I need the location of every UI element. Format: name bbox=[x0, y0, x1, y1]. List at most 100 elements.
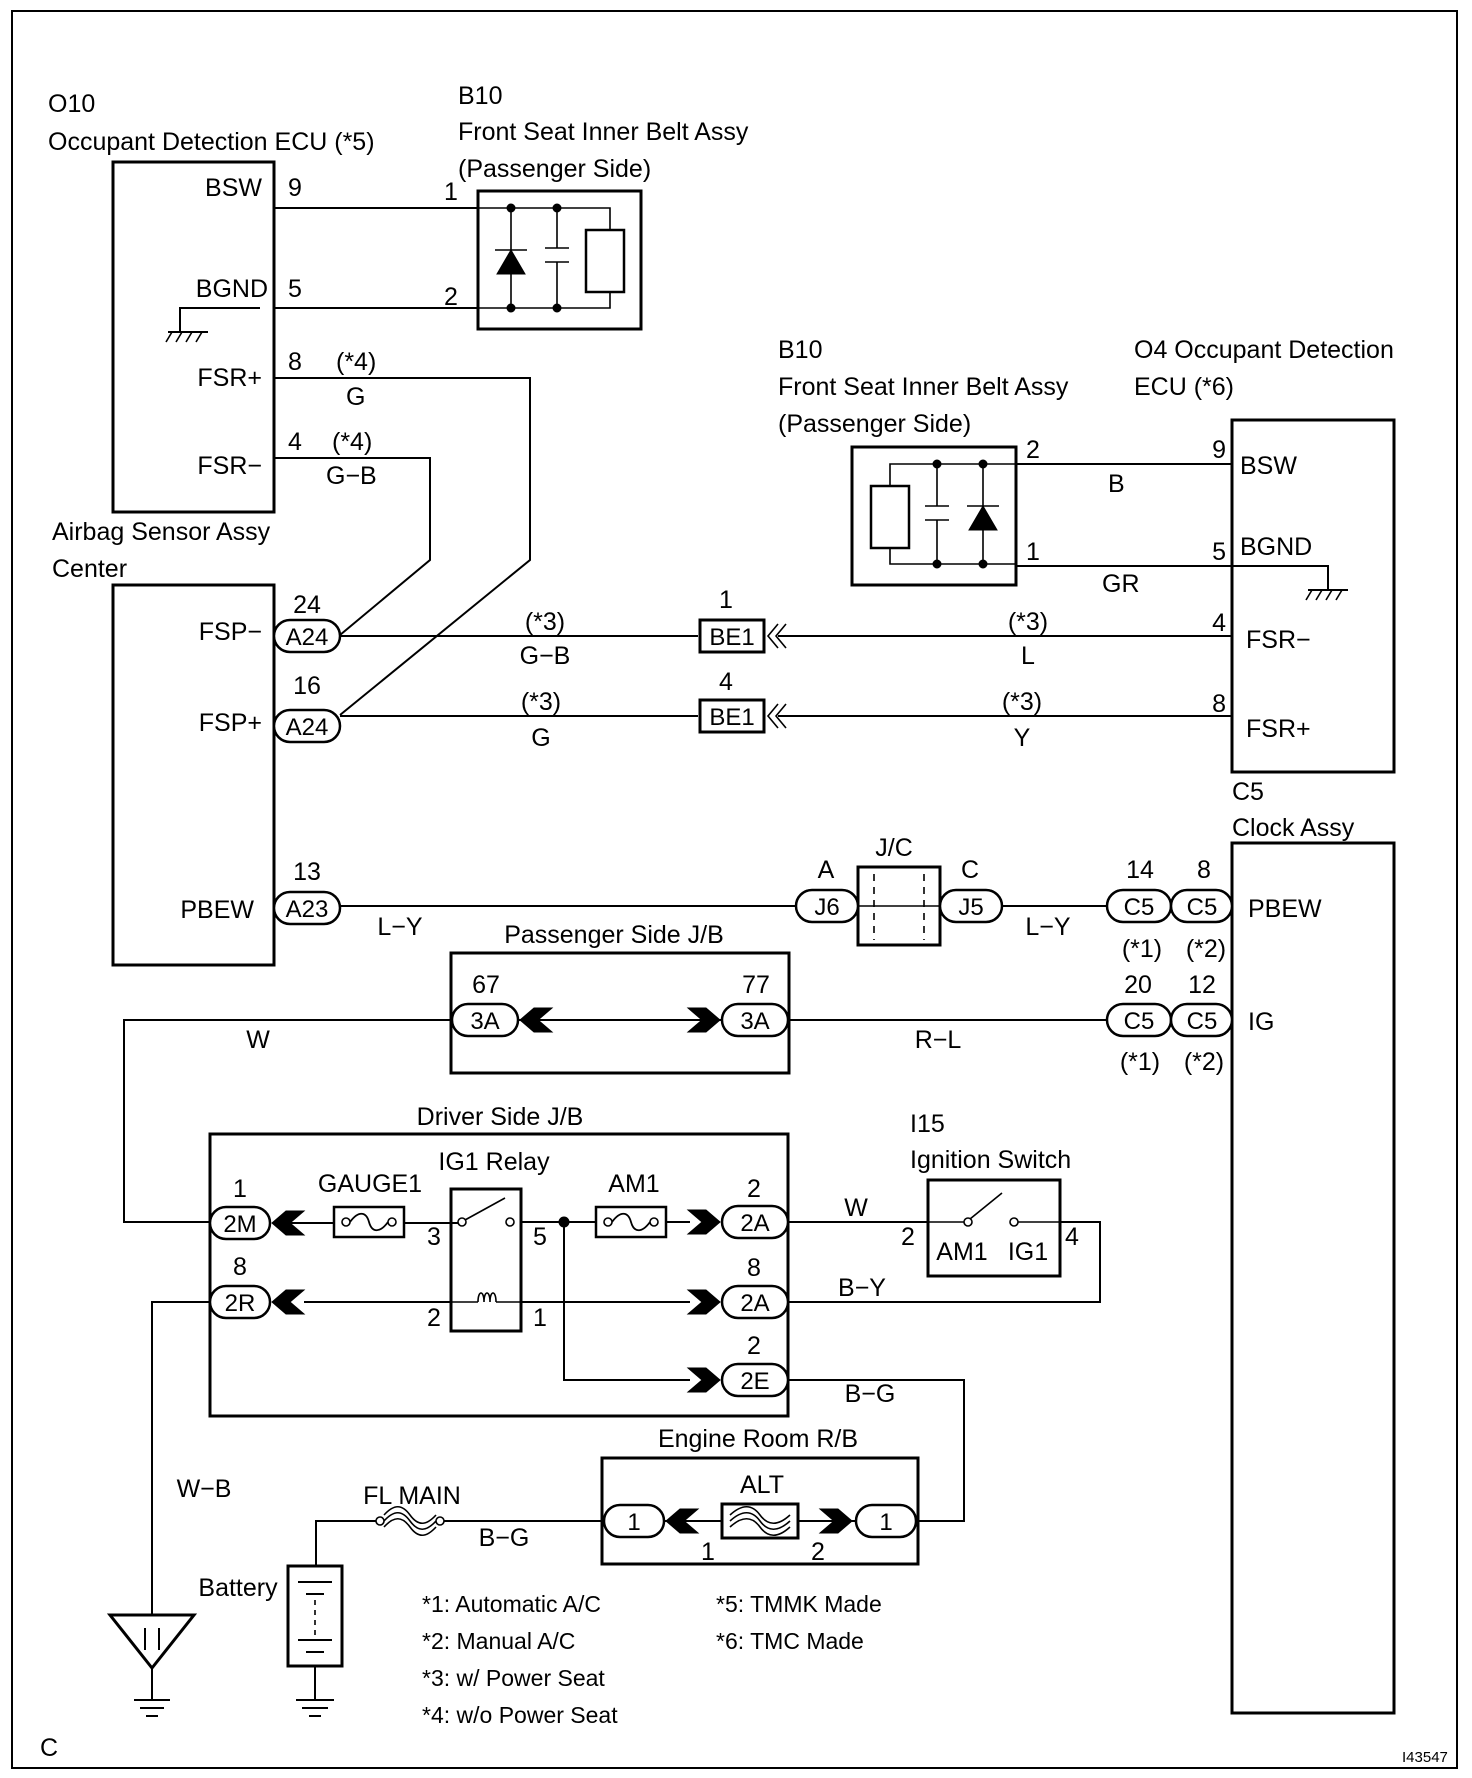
o4-bsw-color: B bbox=[1108, 470, 1125, 498]
fl-main-fuse-icon bbox=[375, 1505, 445, 1537]
o4-pin-fsrp: 8 bbox=[1212, 690, 1226, 718]
relay-pin1: 1 bbox=[533, 1304, 547, 1332]
o10-fsrm-note: (*4) bbox=[332, 428, 372, 456]
note-6: *6: TMC Made bbox=[716, 1628, 864, 1654]
o4-bgnd-color: GR bbox=[1102, 570, 1140, 598]
connector-3a-right-label: 3A bbox=[740, 1008, 769, 1035]
connector-c5-ig-2-label: C5 bbox=[1187, 1008, 1218, 1035]
clock-ig-label: IG bbox=[1248, 1008, 1274, 1036]
connector-c5-pbew-2-label: C5 bbox=[1187, 894, 1218, 921]
connector-2m bbox=[208, 1205, 272, 1241]
o10-pin-bgnd: 5 bbox=[288, 275, 302, 303]
connector-c5-ig-1-label: C5 bbox=[1124, 1008, 1155, 1035]
o4-fsrm-label: FSR− bbox=[1246, 626, 1311, 654]
ign-ig1-label: IG1 bbox=[1008, 1238, 1048, 1266]
pbew-color-right: L−Y bbox=[1025, 913, 1071, 941]
ign-am1-label: AM1 bbox=[936, 1238, 987, 1266]
wire-bg-battery bbox=[315, 1520, 604, 1566]
fspm-color: G−B bbox=[520, 642, 571, 670]
wire-o10-fsrm bbox=[274, 457, 431, 636]
driver-jb-pin-a8: 8 bbox=[747, 1254, 761, 1282]
footnotes: *1: Automatic A/C *2: Manual A/C *3: w/ … bbox=[422, 1591, 882, 1728]
driver-jb-pin-e2: 2 bbox=[747, 1332, 761, 1360]
o4-fsrp-label: FSR+ bbox=[1246, 715, 1311, 743]
relay-pin3: 3 bbox=[427, 1223, 441, 1251]
ecu-o10-code: O10 bbox=[48, 90, 95, 118]
o4-pin-bgnd: 5 bbox=[1212, 538, 1226, 566]
fsrm-color: L bbox=[1021, 642, 1035, 670]
connector-3a-left-label: 3A bbox=[470, 1008, 499, 1035]
wb-color: W−B bbox=[177, 1475, 232, 1503]
ig1-relay-name: IG1 Relay bbox=[438, 1148, 550, 1176]
connector-a24-fspp bbox=[272, 708, 342, 744]
belt-top-side: (Passenger Side) bbox=[458, 155, 651, 183]
connector-a23-label: A23 bbox=[286, 896, 329, 923]
o10-fsrp-note: (*4) bbox=[336, 348, 376, 376]
clock-pin8: 8 bbox=[1197, 856, 1211, 884]
airbag-fspm-label: FSP− bbox=[199, 618, 262, 646]
connector-2r-label: 2R bbox=[225, 1290, 256, 1317]
belt-right-code: B10 bbox=[778, 336, 822, 364]
o10-fsrm-color: G−B bbox=[326, 462, 377, 490]
relay-pin5: 5 bbox=[533, 1223, 547, 1251]
am1-fuse-icon bbox=[594, 1205, 668, 1239]
connector-2a-top-label: 2A bbox=[740, 1210, 769, 1237]
clock-box bbox=[1230, 841, 1396, 1715]
connector-rb-right-label: 1 bbox=[879, 1509, 892, 1536]
be1-bot-pin: 4 bbox=[719, 668, 733, 696]
belt-right-box bbox=[850, 445, 1018, 587]
clock-pin20: 20 bbox=[1124, 971, 1152, 999]
o4-pin-bsw: 9 bbox=[1212, 436, 1226, 464]
engine-room-rb: Engine Room R/B ALT 1 1 1 2 bbox=[600, 1425, 920, 1566]
belt-right-switch-icon bbox=[869, 484, 911, 550]
driver-jb-pin8: 8 bbox=[233, 1253, 247, 1281]
belt-assy-top: B10 Front Seat Inner Belt Assy (Passenge… bbox=[444, 82, 749, 331]
relay-pin2: 2 bbox=[427, 1304, 441, 1332]
fsrp-note: (*3) bbox=[1002, 688, 1042, 716]
belt-top-name: Front Seat Inner Belt Assy bbox=[458, 118, 749, 146]
ecu-o4: O4 Occupant Detection ECU (*6) BSW BGND … bbox=[1134, 336, 1396, 774]
ign-contact-icon bbox=[969, 1192, 1003, 1220]
engine-rb-name: Engine Room R/B bbox=[658, 1425, 858, 1453]
ecu-o10: O10 Occupant Detection ECU (*5) BSW BGND… bbox=[48, 90, 375, 514]
airbag-box bbox=[111, 583, 276, 967]
jc-a: A bbox=[818, 856, 835, 884]
airbag-sensor-assy: Airbag Sensor Assy Center FSP− FSP+ PBEW… bbox=[52, 518, 342, 967]
battery-label: Battery bbox=[198, 1574, 278, 1602]
engine-rb-pin2: 2 bbox=[811, 1538, 825, 1566]
pass-jb-box bbox=[449, 951, 791, 1075]
o10-ground-icon bbox=[165, 307, 260, 343]
note-1: *1: Automatic A/C bbox=[422, 1591, 601, 1617]
o10-bsw-label: BSW bbox=[205, 174, 262, 202]
w-ign-color: W bbox=[844, 1194, 868, 1222]
ign-pin4: 4 bbox=[1065, 1223, 1079, 1251]
o10-bgnd-label: BGND bbox=[196, 275, 268, 303]
connector-j6-label: J6 bbox=[814, 894, 839, 921]
belt-right-pin1: 1 bbox=[1026, 538, 1040, 566]
bg-battery-color: B−G bbox=[479, 1524, 530, 1552]
o4-bsw-label: BSW bbox=[1240, 452, 1297, 480]
o10-pin-fsrm: 4 bbox=[288, 428, 302, 456]
clock-note-b2: (*2) bbox=[1184, 1048, 1224, 1076]
ig1-relay-box bbox=[449, 1187, 523, 1333]
fsrp-color: Y bbox=[1014, 724, 1031, 752]
wire-bg-ign bbox=[788, 1379, 965, 1522]
o10-fsrm-label: FSR− bbox=[197, 452, 262, 480]
rl-color: R−L bbox=[915, 1026, 962, 1054]
connector-a23 bbox=[272, 890, 342, 926]
ignition-switch: I15 Ignition Switch AM1 IG1 2 4 bbox=[901, 1110, 1079, 1278]
airbag-name1: Airbag Sensor Assy bbox=[52, 518, 271, 546]
by-color: B−Y bbox=[838, 1274, 886, 1302]
pass-jb-pin67: 67 bbox=[472, 971, 500, 999]
w-left-color: W bbox=[246, 1026, 270, 1054]
figure-id: I43547 bbox=[1402, 1749, 1448, 1766]
connector-c5-pbew-1-label: C5 bbox=[1124, 894, 1155, 921]
fspp-color: G bbox=[531, 724, 550, 752]
clock-assy: C5 Clock Assy PBEW IG 14 8 20 12 C5 C5 C… bbox=[1105, 778, 1396, 1715]
engine-rb-pin1: 1 bbox=[701, 1538, 715, 1566]
connector-be1-bottom: 4 BE1 bbox=[698, 668, 787, 734]
fspm-note: (*3) bbox=[525, 608, 565, 636]
be1-top-pin: 1 bbox=[719, 586, 733, 614]
belt-right-pin2: 2 bbox=[1026, 436, 1040, 464]
ign-code: I15 bbox=[910, 1110, 945, 1138]
